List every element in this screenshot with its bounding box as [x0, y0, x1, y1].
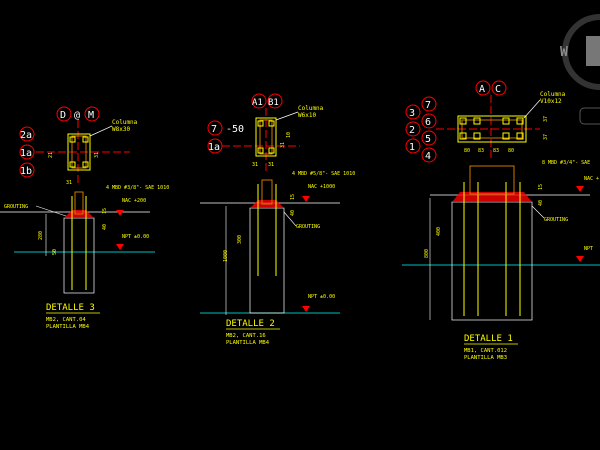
axis-label: M	[88, 110, 94, 121]
axis-label: @	[74, 110, 80, 121]
dim-text: 1000	[223, 250, 229, 262]
row-bubble	[19, 162, 35, 178]
detail-title: DETALLE 3	[46, 303, 95, 313]
row-label: 2	[409, 125, 415, 136]
base-plate-plan	[67, 133, 91, 171]
axis-label: C	[495, 84, 501, 95]
dim-text: 31	[252, 162, 258, 168]
dim-text: 80	[464, 148, 470, 154]
bolt-note: 8 MBD #3/4"- SAE	[542, 160, 590, 166]
bolt-note: 4 MBD #5/8"- SAE 1010	[292, 171, 355, 177]
dim-text: 15	[290, 194, 296, 200]
dim-text: 15	[102, 208, 108, 214]
grouting-label: GROUTING	[296, 224, 320, 230]
column-section	[259, 119, 273, 155]
dim-text: 10	[286, 132, 292, 138]
detail-subtitle: MB2, CANT.16	[226, 333, 266, 339]
row-bubble	[19, 126, 35, 142]
pedestal	[249, 207, 285, 314]
dim-text: 400	[436, 227, 442, 236]
row-label: 1b	[20, 166, 32, 177]
dim-text: 31	[268, 162, 274, 168]
dim-text: 83	[478, 148, 484, 154]
column-note: W8x30	[112, 126, 130, 133]
axis-label: D	[60, 110, 66, 121]
viewcube-face[interactable]	[586, 36, 600, 66]
dim-text: 50	[52, 249, 58, 255]
row-bubble	[19, 144, 35, 160]
axis-label: B1	[268, 98, 279, 108]
row-label: 1	[409, 142, 415, 153]
level-label: NPT ±0.00	[308, 294, 335, 300]
dim-text: 40	[290, 210, 296, 216]
dim-text: 31	[94, 152, 100, 158]
detail-title: DETALLE 1	[464, 334, 513, 344]
dim-text: 83	[493, 148, 499, 154]
row-label: 1a	[208, 142, 220, 153]
level-label: NAC +200	[122, 198, 146, 204]
column-section	[461, 119, 523, 139]
dim-text: 15	[538, 184, 544, 190]
row-label: 7	[425, 100, 431, 111]
dim-text: 21	[48, 152, 54, 158]
viewcube-ring[interactable]	[562, 14, 600, 90]
grouting-label: GROUTING	[544, 217, 568, 223]
dim-text: 300	[237, 235, 243, 244]
detail-2: A1 B1 7 -50 1a Columna W6x10 31 10 31 31…	[200, 93, 355, 346]
column-section	[71, 135, 87, 169]
row-label: 4	[425, 151, 431, 162]
viewcube[interactable]: W	[560, 14, 600, 125]
column-note: W6x10	[298, 112, 316, 119]
dim-text: 800	[424, 249, 430, 258]
dim-text: 80	[508, 148, 514, 154]
base-plate-plan	[457, 115, 527, 143]
row-label: 2a	[20, 130, 32, 141]
base-plate-plan	[255, 117, 277, 157]
row-label: -50	[226, 124, 244, 135]
detail-1: A C 3 2 1 7 6 5 4 Columna V10x12 80 83 8…	[402, 80, 600, 361]
axis-label: A1	[252, 98, 263, 108]
column-note: V10x12	[540, 98, 562, 105]
row-label: 5	[425, 134, 431, 145]
dim-text: 280	[38, 231, 44, 240]
row-label: 7	[211, 124, 217, 135]
row-label: 3	[409, 108, 415, 119]
dim-text: 40	[102, 224, 108, 230]
level-label: NAC +	[584, 176, 599, 182]
detail-subtitle: PLANTILLA MB4	[46, 324, 90, 330]
detail-subtitle: MB1, CANT.012	[464, 348, 507, 354]
dim-text: 37	[543, 134, 549, 140]
dim-text: 40	[538, 200, 544, 206]
level-label: NPT ±0.00	[122, 234, 149, 240]
bolt-note: 4 MBD #3/8"- SAE 1010	[106, 185, 169, 191]
viewcube-west-label[interactable]: W	[560, 45, 568, 60]
detail-title: DETALLE 2	[226, 319, 275, 329]
grouting-label: GROUTING	[4, 204, 28, 210]
dim-text: 37	[543, 116, 549, 122]
row-label: 1a	[20, 148, 32, 159]
column-note: Columna	[540, 91, 566, 98]
detail-3: D @ M 2a 1a 1b Columna W8x30 21 31 31 4 …	[0, 106, 169, 330]
view-menu-button[interactable]	[579, 107, 600, 125]
column-note: Columna	[298, 105, 324, 112]
dim-text: 31	[280, 142, 286, 148]
row-label: 6	[425, 117, 431, 128]
detail-subtitle: MB2, CANT.04	[46, 317, 86, 323]
column-note: Columna	[112, 119, 138, 126]
level-label: NPT	[584, 246, 593, 252]
detail-subtitle: PLANTILLA MB4	[226, 340, 270, 346]
axis-bubble	[56, 106, 72, 122]
dim-text: 31	[66, 180, 72, 186]
level-label: NAC +1000	[308, 184, 335, 190]
axis-bubble	[84, 106, 100, 122]
pedestal	[63, 217, 95, 294]
detail-subtitle: PLANTILLA MB3	[464, 355, 507, 361]
axis-label: A	[479, 84, 485, 95]
